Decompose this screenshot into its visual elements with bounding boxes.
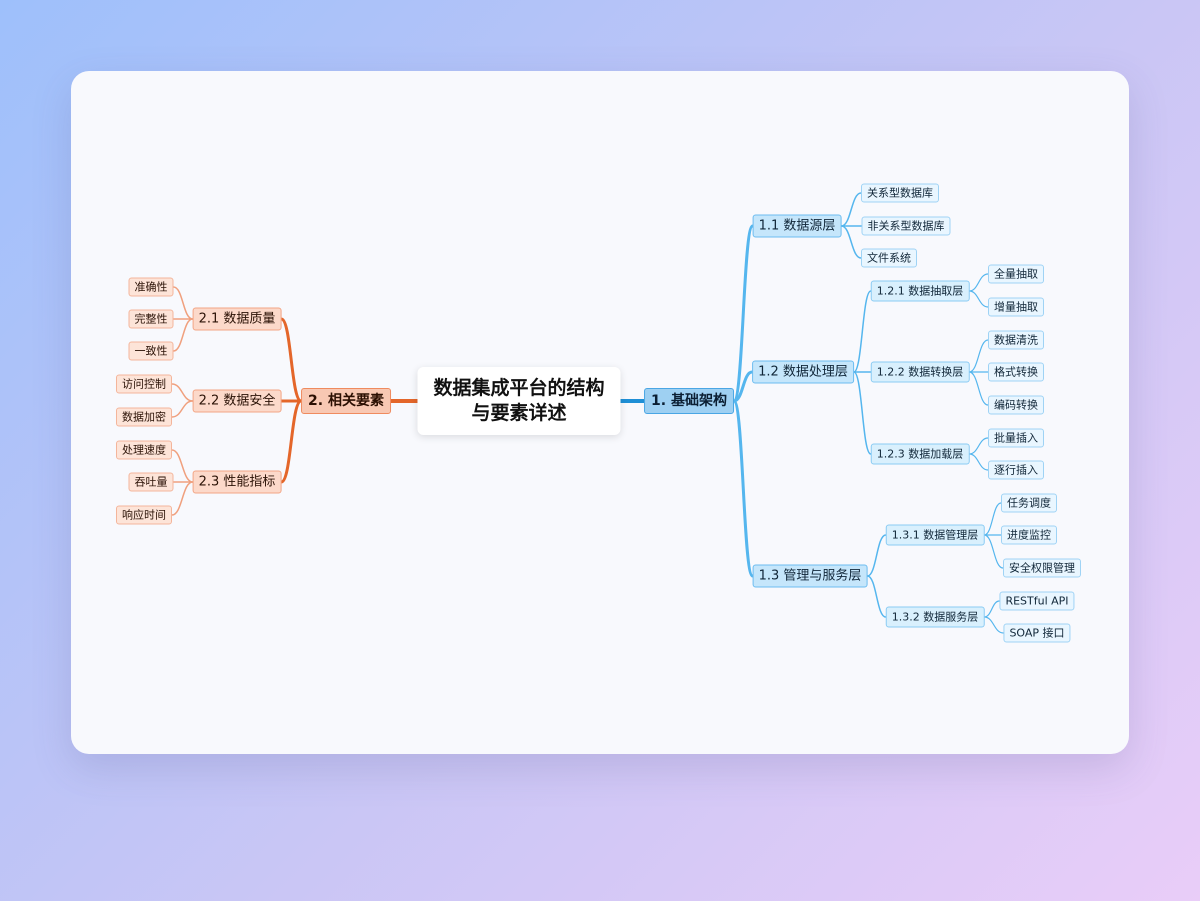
leaf-consistency[interactable]: 一致性: [128, 341, 174, 361]
subtopic-transformation-layer[interactable]: 1.2.2 数据转换层: [870, 361, 970, 383]
connector-s13b-1: [983, 616, 1005, 634]
leaf-task-scheduling[interactable]: 任务调度: [1001, 493, 1057, 513]
leaf-access-control[interactable]: 访问控制: [116, 374, 172, 394]
leaf-processing-speed[interactable]: 处理速度: [116, 440, 172, 460]
leaf-file-system[interactable]: 文件系统: [861, 248, 917, 268]
connector-s13a-2: [983, 534, 1004, 569]
subtopic-data-security[interactable]: 2.2 数据安全: [192, 389, 282, 413]
connector-s13b: [866, 575, 887, 618]
leaf-row-insert[interactable]: 逐行插入: [988, 460, 1044, 480]
root-title-line2: 与要素详述: [471, 402, 567, 424]
leaf-throughput[interactable]: 吞吐量: [128, 472, 174, 492]
connector-s12b-0: [968, 339, 989, 373]
subtopic-performance-metrics[interactable]: 2.3 性能指标: [192, 470, 282, 494]
root-title-line1: 数据集成平台的结构: [433, 377, 605, 399]
subtopic-data-source-layer[interactable]: 1.1 数据源层: [752, 214, 842, 238]
topic-basic-architecture[interactable]: 1. 基础架构: [644, 388, 734, 414]
topic-related-elements[interactable]: 2. 相关要素: [301, 388, 391, 414]
connector-s21-2: [172, 318, 194, 352]
leaf-restful-api[interactable]: RESTful API: [999, 591, 1075, 611]
connector-s12: [732, 370, 754, 403]
subtopic-data-processing-layer[interactable]: 1.2 数据处理层: [752, 360, 854, 384]
leaf-data-encryption[interactable]: 数据加密: [116, 407, 172, 427]
connector-s13a: [866, 534, 887, 577]
leaf-data-cleansing[interactable]: 数据清洗: [988, 330, 1044, 350]
connector-s12c-1: [968, 453, 989, 471]
subtopic-extraction-layer[interactable]: 1.2.1 数据抽取层: [870, 280, 970, 302]
connector-s12a-0: [968, 273, 989, 292]
subtopic-management-service-layer[interactable]: 1.3 管理与服务层: [752, 564, 868, 588]
leaf-incremental-extraction[interactable]: 增量抽取: [988, 297, 1044, 317]
leaf-completeness[interactable]: 完整性: [128, 309, 174, 329]
connector-s22-0: [171, 383, 194, 402]
subtopic-data-management-layer[interactable]: 1.3.1 数据管理层: [885, 524, 985, 546]
subtopic-data-service-layer[interactable]: 1.3.2 数据服务层: [885, 606, 985, 628]
connector-s23-0: [171, 449, 194, 483]
root-topic[interactable]: 数据集成平台的结构 与要素详述: [417, 367, 621, 435]
leaf-progress-monitoring[interactable]: 进度监控: [1001, 525, 1057, 545]
connector-s12a: [853, 290, 872, 373]
subtopic-loading-layer[interactable]: 1.2.3 数据加载层: [870, 443, 970, 465]
leaf-nonrelational-db[interactable]: 非关系型数据库: [861, 216, 951, 236]
leaf-response-time[interactable]: 响应时间: [116, 505, 172, 525]
connector-s22-1: [171, 400, 194, 418]
connector-s12b-2: [968, 371, 989, 406]
leaf-soap-interface[interactable]: SOAP 接口: [1003, 623, 1071, 643]
subtopic-data-quality[interactable]: 2.1 数据质量: [192, 307, 282, 331]
connector-s23-2: [171, 481, 194, 516]
connector-s12c: [853, 371, 872, 455]
leaf-batch-insert[interactable]: 批量插入: [988, 428, 1044, 448]
connector-s12c-0: [968, 437, 989, 455]
connector-s11: [732, 224, 755, 403]
leaf-relational-db[interactable]: 关系型数据库: [861, 183, 939, 203]
connector-s21-0: [172, 286, 194, 320]
connector-s21: [279, 317, 303, 403]
connector-s11-2: [840, 225, 862, 259]
leaf-security-permission[interactable]: 安全权限管理: [1003, 558, 1081, 578]
connector-s13b-0: [983, 600, 1001, 618]
leaf-encoding-conversion[interactable]: 编码转换: [988, 395, 1044, 415]
leaf-format-conversion[interactable]: 格式转换: [988, 362, 1044, 382]
leaf-accuracy[interactable]: 准确性: [128, 277, 174, 297]
connector-s12a-1: [968, 290, 989, 308]
leaf-full-extraction[interactable]: 全量抽取: [988, 264, 1044, 284]
connector-s13a-0: [983, 502, 1002, 536]
connector-s11-0: [840, 192, 862, 227]
connector-s23: [279, 399, 303, 484]
connector-s13: [732, 399, 755, 578]
